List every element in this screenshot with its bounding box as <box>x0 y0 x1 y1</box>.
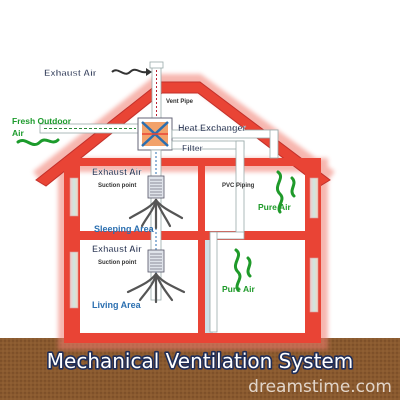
label-suction-point-lower: Suction point <box>98 260 136 266</box>
label-pvc-piping: PVC Piping <box>222 183 255 189</box>
suction-arrows-lower <box>126 272 186 304</box>
fresh-air-squiggle-icon <box>16 138 60 147</box>
label-living-area: Living Area <box>92 300 142 310</box>
label-exhaust-air-upper: Exhaust Air <box>92 167 142 177</box>
pure-air-squiggle-lower-icon <box>233 248 252 292</box>
pure-air-squiggle-upper-icon <box>275 170 296 214</box>
label-fresh-outdoor-air: Fresh Outdoor Air <box>12 116 73 138</box>
label-pure-air-upper: Pure Air <box>258 202 291 212</box>
exhaust-arrow-icon <box>146 68 152 76</box>
label-pure-air-lower: Pure Air <box>222 284 255 294</box>
label-exhaust-air-lower: Exhaust Air <box>92 244 142 254</box>
house-walls <box>64 158 321 343</box>
suction-arrows-upper <box>128 198 184 230</box>
watermark: dreamstime.com <box>248 377 392 397</box>
page-title: Mechanical Ventilation System <box>47 349 353 373</box>
heat-exchanger <box>137 117 173 151</box>
label-suction-point-upper: Suction point <box>98 183 136 189</box>
supply-ducts <box>171 129 279 333</box>
label-exhaust-air-top: Exhaust Air <box>44 68 97 79</box>
label-heat-exchanger: Heat Exchanger <box>178 123 247 133</box>
label-sleeping-area: Sleeping Area <box>94 224 155 234</box>
house-glow <box>33 74 335 350</box>
label-filter: Filter <box>182 143 203 153</box>
suction-grille-upper <box>147 175 165 199</box>
suction-grille-lower <box>147 249 165 273</box>
title-outline: Mechanical Ventilation System <box>47 349 353 373</box>
label-vent-pipe: Vent Pipe <box>166 99 194 105</box>
exhaust-squiggle-icon <box>111 68 147 75</box>
